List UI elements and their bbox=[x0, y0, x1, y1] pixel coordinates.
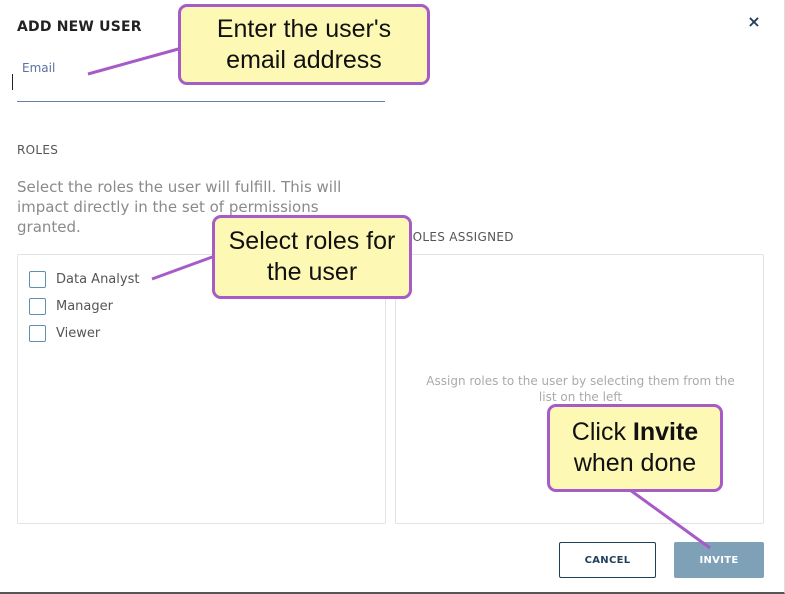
close-icon[interactable]: × bbox=[747, 12, 761, 31]
dialog-title: ADD NEW USER bbox=[17, 19, 142, 35]
role-label: Viewer bbox=[56, 325, 101, 341]
callout-email: Enter the user's email address bbox=[178, 4, 430, 85]
callout-text: when done bbox=[573, 449, 697, 477]
callout-invite: Click Invite when done bbox=[547, 404, 723, 492]
role-item-manager[interactable]: Manager bbox=[29, 296, 113, 316]
text-cursor bbox=[12, 74, 13, 90]
checkbox[interactable] bbox=[29, 297, 46, 315]
roles-assigned-heading: ROLES ASSIGNED bbox=[404, 230, 514, 244]
role-item-data-analyst[interactable]: Data Analyst bbox=[29, 269, 139, 289]
callout-text: email address bbox=[226, 45, 382, 74]
role-label: Manager bbox=[56, 298, 113, 314]
callout-bold-text: Invite bbox=[632, 418, 699, 446]
roles-heading: ROLES bbox=[17, 143, 59, 157]
callout-text: the user bbox=[266, 258, 358, 286]
email-label: Email bbox=[22, 61, 56, 75]
callout-line: Click Invite bbox=[572, 417, 698, 448]
role-label: Data Analyst bbox=[56, 271, 140, 287]
checkbox[interactable] bbox=[29, 324, 46, 342]
role-item-viewer[interactable]: Viewer bbox=[29, 323, 100, 343]
callout-text: Enter the user's bbox=[216, 14, 392, 43]
callout-text: Select roles for bbox=[228, 227, 396, 255]
invite-button[interactable]: INVITE bbox=[674, 542, 764, 578]
roles-description: Select the roles the user will fulfill. … bbox=[17, 178, 342, 236]
available-roles-panel: Data Analyst Manager Viewer bbox=[17, 254, 386, 524]
cancel-button[interactable]: CANCEL bbox=[559, 542, 656, 578]
callout-text: Click bbox=[571, 418, 633, 446]
assigned-roles-panel: Assign roles to the user by selecting th… bbox=[395, 254, 764, 524]
assigned-roles-hint: Assign roles to the user by selecting th… bbox=[426, 374, 735, 404]
callout-roles: Select roles for the user bbox=[212, 215, 412, 299]
checkbox[interactable] bbox=[29, 270, 46, 288]
